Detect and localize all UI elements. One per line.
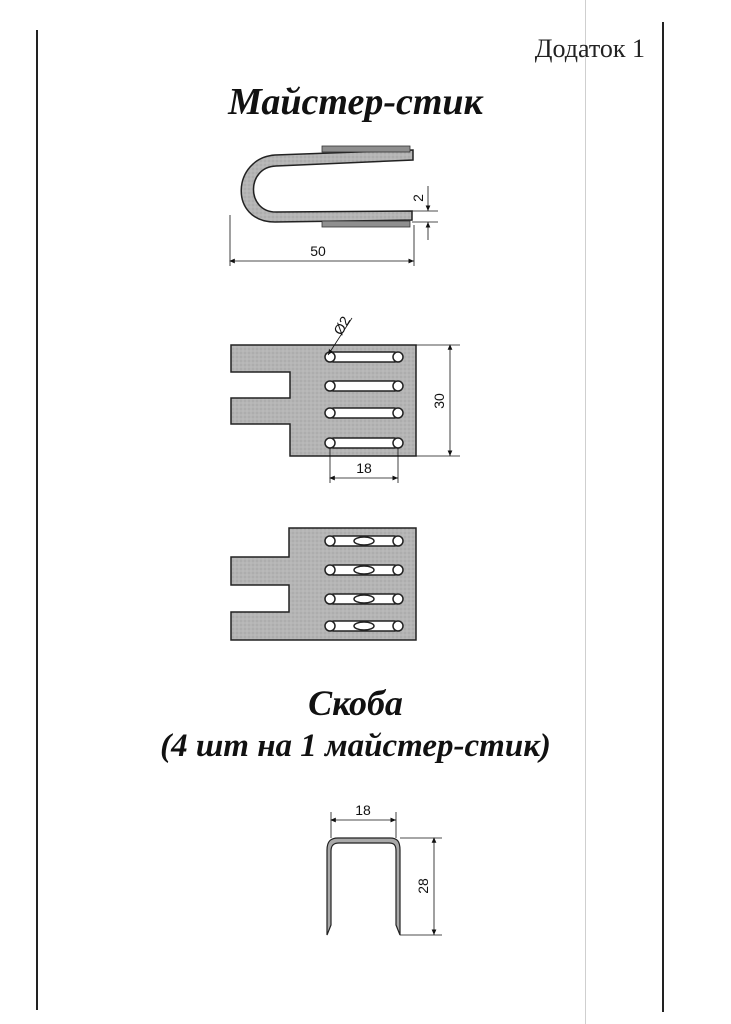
slot-row-2: [324, 380, 404, 392]
appendix-label: Додаток 1: [534, 34, 645, 63]
staple-note: (4 шт на 1 майстер-стик): [160, 728, 551, 764]
dim-hole-diameter: Ø2: [330, 313, 353, 337]
dim-staple-width: 18: [355, 802, 371, 818]
staple-row-3: [324, 593, 404, 605]
staple-row-1: [324, 535, 404, 547]
staple-row-4: [324, 620, 404, 632]
side-view: 2 50: [229, 145, 438, 266]
dim-thickness: 2: [410, 194, 426, 202]
plate-view-dimensioned: Ø2 30 18: [230, 313, 460, 483]
dim-hole-spacing: 18: [356, 460, 372, 476]
slot-row-3: [324, 407, 404, 419]
staple-title: Скоба: [308, 683, 403, 723]
master-stick-title: Майстер-стик: [228, 81, 483, 123]
dim-length: 50: [310, 243, 326, 259]
dim-staple-height: 28: [415, 878, 431, 894]
slot-row-1: [324, 351, 404, 363]
plate-view-with-staples: [230, 527, 417, 641]
slot-row-4: [324, 437, 404, 449]
page-border-left: [36, 30, 38, 1010]
dim-plate-height: 30: [431, 393, 447, 409]
staple-row-2: [324, 564, 404, 576]
scan-fold-line: [585, 0, 586, 1024]
page-border-right: [662, 22, 664, 1012]
staple-drawing: 18 28: [326, 802, 442, 936]
